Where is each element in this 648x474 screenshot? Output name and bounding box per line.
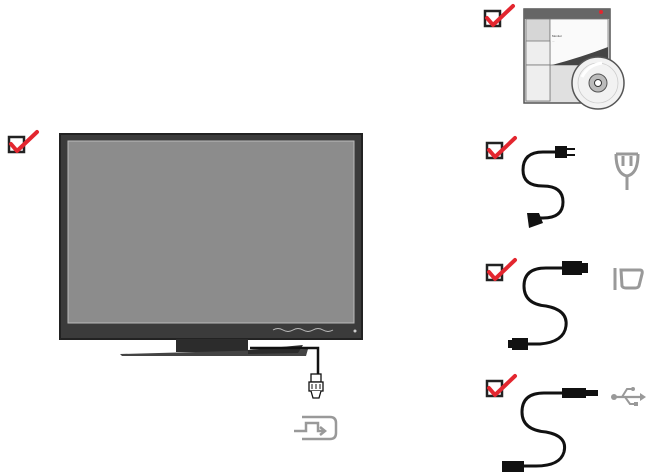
cd-disc (571, 56, 625, 110)
stand-neck (176, 339, 248, 352)
power-led (353, 329, 357, 333)
power-cord (521, 146, 575, 228)
booklet-title: Monitor (552, 34, 562, 38)
checkbox-monitor[interactable] (7, 130, 41, 158)
booklet-and-cd: Monitor ... (523, 8, 625, 110)
checkbox-usb-cable[interactable] (485, 374, 519, 402)
usb-cable (502, 388, 598, 472)
power-plug-icon (614, 152, 640, 190)
check-mark-icon (487, 136, 517, 159)
video-cable (508, 261, 588, 350)
video-input-icon (294, 415, 338, 441)
vga-port-icon (613, 268, 644, 290)
checkbox-video-cable[interactable] (485, 258, 519, 286)
monitor-screen (67, 140, 355, 324)
monitor-illustration (59, 133, 363, 356)
check-mark-icon (487, 258, 517, 281)
booklet-subtitle: ... (552, 39, 555, 43)
vga-plug (308, 373, 324, 399)
checkbox-documentation[interactable] (483, 4, 517, 32)
check-mark-icon (9, 130, 39, 153)
usb-icon (611, 387, 646, 406)
checkbox-power-cord[interactable] (485, 136, 519, 164)
check-mark-icon (485, 4, 515, 27)
monitor-video-cable (250, 346, 320, 375)
check-mark-icon (487, 374, 517, 397)
bezel-logo-wave (272, 328, 334, 332)
